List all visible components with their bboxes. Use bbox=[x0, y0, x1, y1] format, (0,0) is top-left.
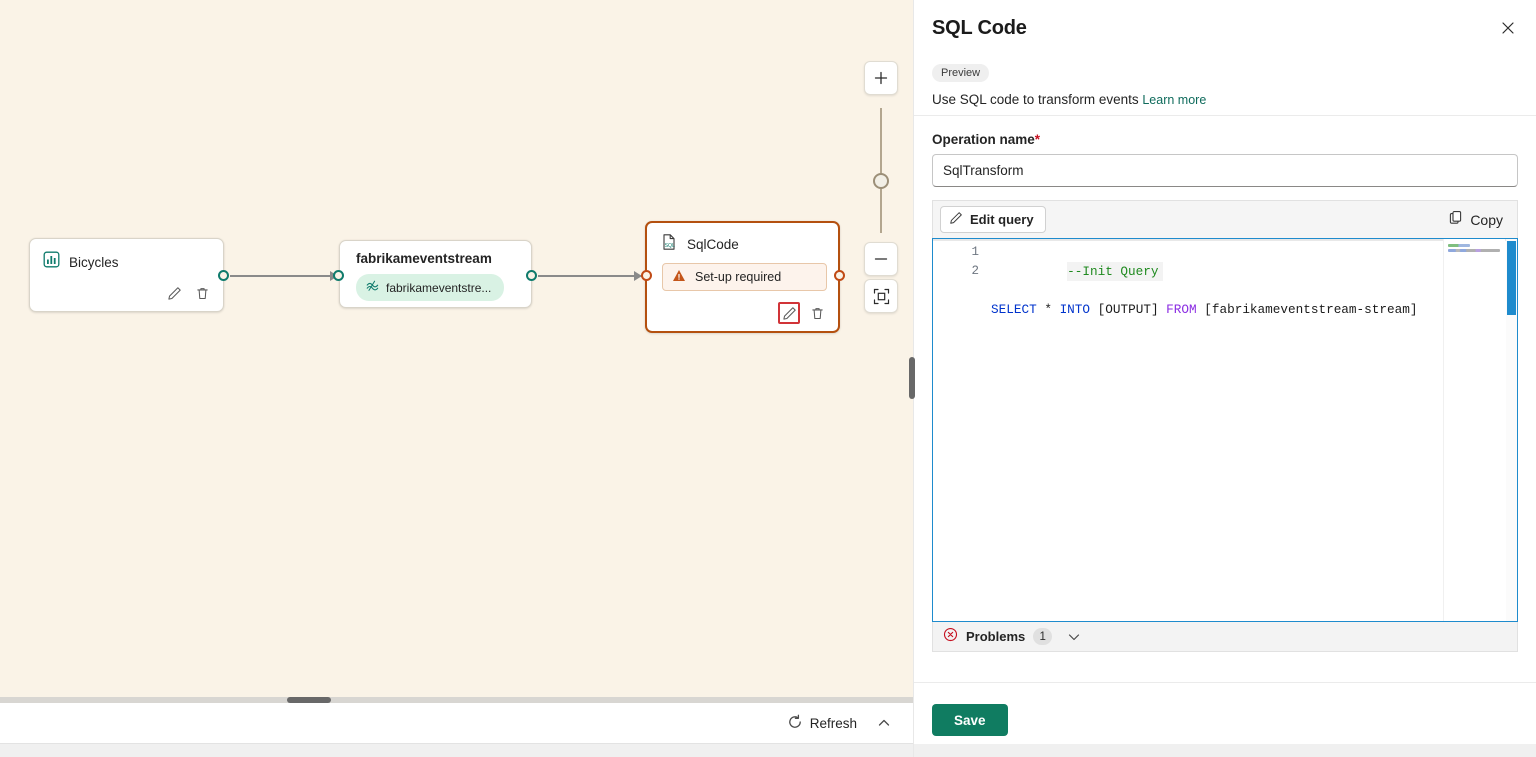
node-bicycles-title: Bicycles bbox=[69, 254, 119, 270]
minimap-line bbox=[1448, 249, 1500, 252]
svg-text:SQL: SQL bbox=[665, 243, 675, 249]
node-eventstream-title: fabrikameventstream bbox=[356, 251, 492, 266]
code-line-2: SELECT * INTO [OUTPUT] FROM [fabrikameve… bbox=[991, 300, 1437, 319]
status-badge: Set-up required bbox=[662, 263, 827, 291]
zoom-slider-track[interactable] bbox=[880, 108, 882, 233]
line-number: 1 bbox=[971, 245, 979, 259]
editor-minimap[interactable] bbox=[1443, 239, 1505, 621]
sql-code-editor[interactable]: 1 2 --Init Query SELECT * INTO [OUTPUT] … bbox=[932, 238, 1518, 622]
node-bicycles-actions bbox=[163, 282, 213, 304]
canvas-surface[interactable]: Bicycles bbox=[0, 0, 913, 699]
node-sqlcode[interactable]: SQL SqlCode Set-up required bbox=[645, 221, 840, 333]
panel-description: Use SQL code to transform events Learn m… bbox=[932, 92, 1206, 107]
learn-more-link[interactable]: Learn more bbox=[1142, 93, 1207, 107]
code-token: * bbox=[1044, 302, 1052, 317]
canvas-horizontal-scrollbar-thumb[interactable] bbox=[287, 697, 331, 703]
code-line-1: --Init Query bbox=[1067, 262, 1163, 281]
refresh-label: Refresh bbox=[809, 715, 857, 731]
port-sqlcode-output[interactable] bbox=[834, 270, 845, 281]
panel-splitter-handle[interactable] bbox=[909, 357, 915, 399]
eventstream-canvas[interactable]: Bicycles bbox=[0, 0, 913, 757]
copy-button[interactable]: Copy bbox=[1444, 207, 1507, 232]
refresh-button[interactable]: Refresh bbox=[787, 714, 857, 733]
sql-file-icon: SQL bbox=[660, 233, 678, 256]
status-badge-label: Set-up required bbox=[695, 270, 782, 284]
eventstream-pill-label: fabrikameventstre... bbox=[386, 280, 492, 295]
operation-name-input[interactable] bbox=[932, 154, 1518, 187]
code-token: FROM bbox=[1166, 302, 1197, 317]
edge-arrow-2 bbox=[634, 271, 642, 281]
port-eventstream-output[interactable] bbox=[526, 270, 537, 281]
eventstream-pill[interactable]: fabrikameventstre... bbox=[356, 274, 505, 301]
required-marker: * bbox=[1034, 132, 1041, 147]
copy-icon bbox=[1448, 210, 1464, 229]
zoom-in-button[interactable] bbox=[864, 61, 898, 95]
save-button[interactable]: Save bbox=[932, 704, 1008, 736]
error-circle-icon bbox=[943, 627, 958, 647]
panel-footer: Save bbox=[914, 682, 1536, 757]
minimap-line bbox=[1448, 244, 1470, 247]
problems-label: Problems bbox=[966, 629, 1026, 644]
chevron-down-icon[interactable] bbox=[1066, 629, 1082, 645]
editor-code-content[interactable]: --Init Query SELECT * INTO [OUTPUT] FROM… bbox=[991, 243, 1437, 357]
node-fabrikameventstream[interactable]: fabrikameventstream fabrikameventstre... bbox=[339, 240, 532, 308]
problems-bar[interactable]: Problems 1 bbox=[932, 622, 1518, 652]
fit-to-screen-button[interactable] bbox=[864, 279, 898, 313]
operation-name-label: Operation name* bbox=[932, 132, 1518, 147]
port-eventstream-input[interactable] bbox=[333, 270, 344, 281]
editor-toolbar: Edit query Copy bbox=[932, 200, 1518, 238]
panel-footer-strip bbox=[914, 744, 1536, 757]
code-token: [OUTPUT] bbox=[1090, 302, 1167, 317]
close-icon[interactable] bbox=[1495, 15, 1521, 41]
zoom-slider-handle[interactable] bbox=[873, 173, 889, 189]
copy-label: Copy bbox=[1470, 211, 1503, 228]
edit-icon[interactable] bbox=[778, 302, 800, 324]
stream-icon bbox=[365, 279, 379, 296]
canvas-horizontal-scrollbar-track[interactable] bbox=[0, 697, 913, 703]
editor-vertical-scrollbar[interactable] bbox=[1506, 239, 1517, 621]
preview-badge: Preview bbox=[932, 64, 990, 82]
delete-icon[interactable] bbox=[806, 302, 828, 324]
edit-query-button[interactable]: Edit query bbox=[940, 206, 1046, 233]
edit-icon[interactable] bbox=[163, 282, 185, 304]
code-token: INTO bbox=[1059, 302, 1091, 317]
code-token: [fabrikameventstream-stream] bbox=[1196, 302, 1418, 317]
warning-icon bbox=[672, 269, 686, 285]
operation-name-label-text: Operation name bbox=[932, 132, 1035, 147]
chevron-up-icon[interactable] bbox=[873, 712, 895, 734]
port-bicycles-output[interactable] bbox=[218, 270, 229, 281]
node-bicycles-header: Bicycles bbox=[30, 239, 223, 273]
code-token bbox=[1052, 302, 1060, 317]
node-sqlcode-title: SqlCode bbox=[687, 237, 739, 252]
edge-eventstream-to-sqlcode bbox=[538, 275, 642, 277]
canvas-footer-strip bbox=[0, 744, 913, 757]
editor-vertical-scrollbar-thumb[interactable] bbox=[1507, 241, 1516, 315]
editor-top-divider bbox=[933, 239, 1517, 241]
port-sqlcode-input[interactable] bbox=[641, 270, 652, 281]
editor-line-numbers: 1 2 bbox=[933, 243, 979, 281]
chart-icon bbox=[43, 251, 60, 273]
sql-code-panel: SQL Code Preview Use SQL code to transfo… bbox=[913, 0, 1536, 757]
panel-header: SQL Code Preview Use SQL code to transfo… bbox=[914, 0, 1536, 116]
delete-icon[interactable] bbox=[191, 282, 213, 304]
node-bicycles[interactable]: Bicycles bbox=[29, 238, 224, 312]
panel-description-text: Use SQL code to transform events bbox=[932, 92, 1139, 107]
refresh-icon bbox=[787, 714, 803, 733]
pencil-icon bbox=[949, 211, 963, 228]
problems-count-badge: 1 bbox=[1033, 628, 1053, 645]
canvas-bottom-bar: Refresh bbox=[0, 703, 913, 744]
node-sqlcode-actions bbox=[778, 302, 828, 324]
page-title: SQL Code bbox=[932, 17, 1027, 39]
code-token: SELECT bbox=[991, 302, 1037, 317]
zoom-out-button[interactable] bbox=[864, 242, 898, 276]
code-token: --Init Query bbox=[1067, 264, 1159, 279]
panel-body: Operation name* Edit query bbox=[914, 116, 1536, 682]
edit-query-label: Edit query bbox=[970, 212, 1034, 227]
edge-bicycles-to-eventstream bbox=[230, 275, 338, 277]
line-number: 2 bbox=[971, 264, 979, 278]
node-eventstream-header: fabrikameventstream bbox=[340, 241, 531, 266]
node-sqlcode-header: SQL SqlCode bbox=[647, 223, 838, 256]
